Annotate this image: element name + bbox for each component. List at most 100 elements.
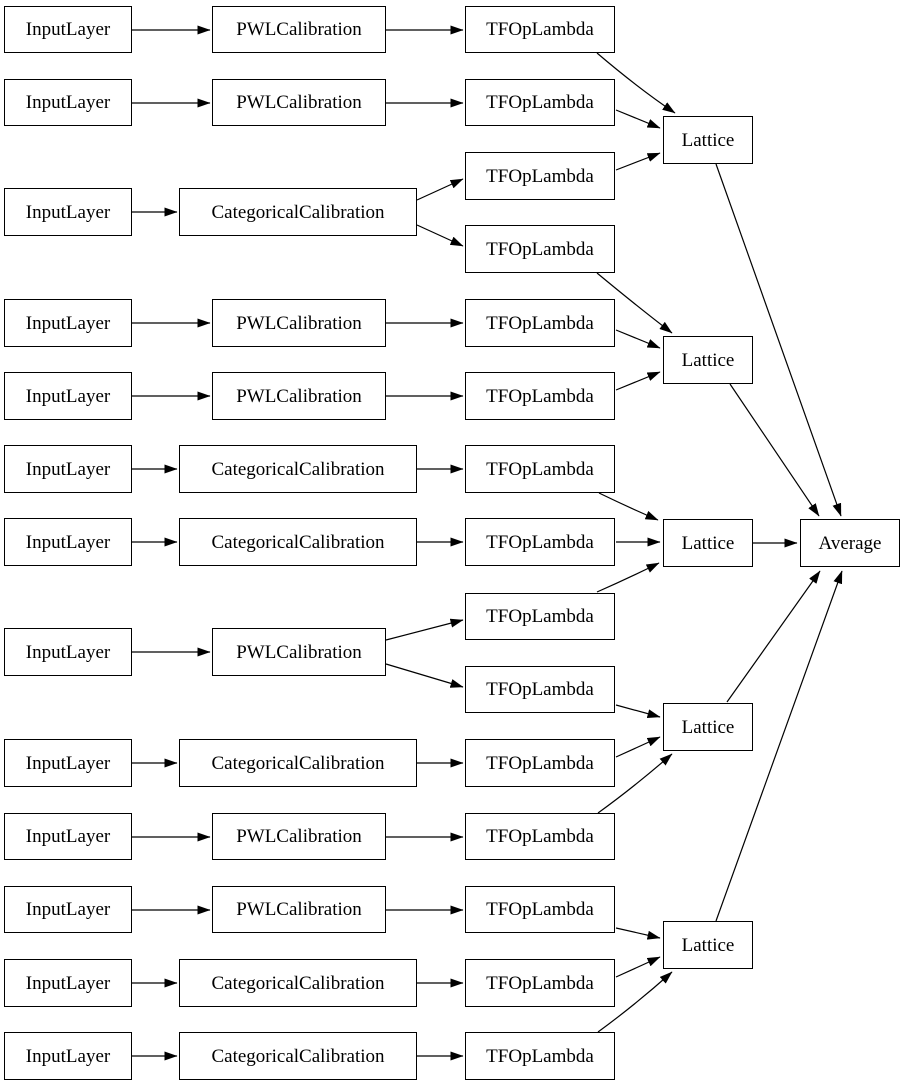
node-calib-11: CategoricalCalibration — [179, 959, 417, 1007]
node-average: Average — [800, 519, 900, 567]
node-label: InputLayer — [25, 458, 111, 480]
edge-tfop-0-to-lattice-0 — [596, 52, 676, 114]
node-label: TFOpLambda — [486, 826, 594, 847]
node-label: InputLayer — [25, 19, 111, 40]
node-label: CategoricalCalibration — [211, 458, 385, 480]
edge-tfop-14-to-lattice-4 — [597, 971, 673, 1033]
node-label: PWLCalibration — [236, 899, 362, 920]
node-input-7: InputLayer — [4, 628, 132, 676]
node-tfop-10: TFOpLambda — [465, 739, 615, 787]
edge-tfop-6-to-lattice-2 — [598, 492, 659, 521]
node-calib-8: CategoricalCalibration — [179, 739, 417, 787]
node-lattice-1: Lattice — [663, 336, 753, 384]
edge-calib-7-to-tfop-8 — [385, 618, 464, 641]
node-tfop-9: TFOpLambda — [465, 666, 615, 713]
edge-lattice-3-to-average — [726, 570, 821, 703]
node-tfop-8: TFOpLambda — [465, 593, 615, 640]
node-label: InputLayer — [25, 641, 111, 663]
edge-tfop-11-to-lattice-3 — [597, 753, 673, 814]
edge-lattice-1-to-average — [729, 383, 820, 517]
node-label: CategoricalCalibration — [211, 972, 385, 994]
edge-tfop-4-to-lattice-1 — [615, 329, 661, 349]
node-label: PWLCalibration — [236, 826, 362, 847]
node-label: CategoricalCalibration — [211, 1045, 385, 1067]
node-label: TFOpLambda — [486, 899, 594, 920]
node-tfop-7: TFOpLambda — [465, 518, 615, 566]
node-label: TFOpLambda — [486, 679, 594, 700]
node-label: TFOpLambda — [486, 606, 594, 627]
node-tfop-12: TFOpLambda — [465, 886, 615, 933]
edge-tfop-13-to-lattice-4 — [615, 956, 661, 978]
node-calib-2: CategoricalCalibration — [179, 188, 417, 236]
node-lattice-4: Lattice — [663, 921, 753, 969]
edge-tfop-8-to-lattice-2 — [596, 562, 660, 593]
node-tfop-2: TFOpLambda — [465, 152, 615, 200]
node-label: PWLCalibration — [236, 92, 362, 113]
node-tfop-11: TFOpLambda — [465, 813, 615, 860]
node-calib-12: CategoricalCalibration — [179, 1032, 417, 1080]
node-tfop-6: TFOpLambda — [465, 445, 615, 493]
edge-tfop-5-to-lattice-1 — [615, 371, 661, 391]
node-label: Lattice — [681, 716, 735, 738]
node-label: PWLCalibration — [236, 312, 362, 334]
node-input-12: InputLayer — [4, 1032, 132, 1080]
node-calib-1: PWLCalibration — [212, 79, 386, 126]
edge-calib-7-to-tfop-9 — [385, 663, 464, 688]
node-calib-0: PWLCalibration — [212, 6, 386, 53]
node-input-8: InputLayer — [4, 739, 132, 787]
node-label: InputLayer — [25, 972, 111, 994]
node-input-9: InputLayer — [4, 813, 132, 860]
node-lattice-2: Lattice — [663, 519, 753, 567]
node-label: TFOpLambda — [486, 385, 594, 407]
edge-tfop-9-to-lattice-3 — [615, 704, 661, 719]
node-input-1: InputLayer — [4, 79, 132, 126]
node-tfop-14: TFOpLambda — [465, 1032, 615, 1080]
edge-calib-2-to-tfop-3 — [416, 224, 464, 247]
node-label: InputLayer — [25, 752, 111, 774]
node-input-0: InputLayer — [4, 6, 132, 53]
node-label: CategoricalCalibration — [211, 201, 385, 223]
node-calib-9: PWLCalibration — [212, 813, 386, 860]
node-tfop-0: TFOpLambda — [465, 6, 615, 53]
node-label: TFOpLambda — [486, 312, 594, 334]
node-tfop-1: TFOpLambda — [465, 79, 615, 126]
node-label: TFOpLambda — [486, 19, 594, 40]
node-label: Lattice — [681, 129, 735, 151]
node-label: TFOpLambda — [486, 1045, 594, 1067]
node-calib-10: PWLCalibration — [212, 886, 386, 933]
node-calib-4: PWLCalibration — [212, 372, 386, 420]
node-label: PWLCalibration — [236, 19, 362, 40]
node-label: Lattice — [681, 934, 735, 956]
node-tfop-13: TFOpLambda — [465, 959, 615, 1007]
node-tfop-5: TFOpLambda — [465, 372, 615, 420]
edge-tfop-3-to-lattice-1 — [596, 272, 673, 334]
node-label: TFOpLambda — [486, 972, 594, 994]
node-lattice-0: Lattice — [663, 116, 753, 164]
edge-calib-2-to-tfop-2 — [416, 178, 464, 201]
node-label: TFOpLambda — [486, 458, 594, 480]
node-label: CategoricalCalibration — [211, 531, 385, 553]
node-label: InputLayer — [25, 531, 111, 553]
node-label: InputLayer — [25, 1045, 111, 1067]
node-label: InputLayer — [25, 826, 111, 847]
node-calib-5: CategoricalCalibration — [179, 445, 417, 493]
node-input-10: InputLayer — [4, 886, 132, 933]
node-label: InputLayer — [25, 899, 111, 920]
edge-tfop-2-to-lattice-0 — [615, 152, 661, 171]
node-tfop-3: TFOpLambda — [465, 225, 615, 273]
node-label: CategoricalCalibration — [211, 752, 385, 774]
node-label: InputLayer — [25, 312, 111, 334]
node-label: PWLCalibration — [236, 385, 362, 407]
node-label: InputLayer — [25, 92, 111, 113]
node-label: TFOpLambda — [486, 165, 594, 187]
node-label: InputLayer — [25, 201, 111, 223]
node-label: InputLayer — [25, 385, 111, 407]
node-label: PWLCalibration — [236, 641, 362, 663]
node-calib-3: PWLCalibration — [212, 299, 386, 347]
node-input-4: InputLayer — [4, 372, 132, 420]
node-input-6: InputLayer — [4, 518, 132, 566]
node-tfop-4: TFOpLambda — [465, 299, 615, 347]
node-calib-7: PWLCalibration — [212, 628, 386, 676]
node-lattice-3: Lattice — [663, 703, 753, 751]
